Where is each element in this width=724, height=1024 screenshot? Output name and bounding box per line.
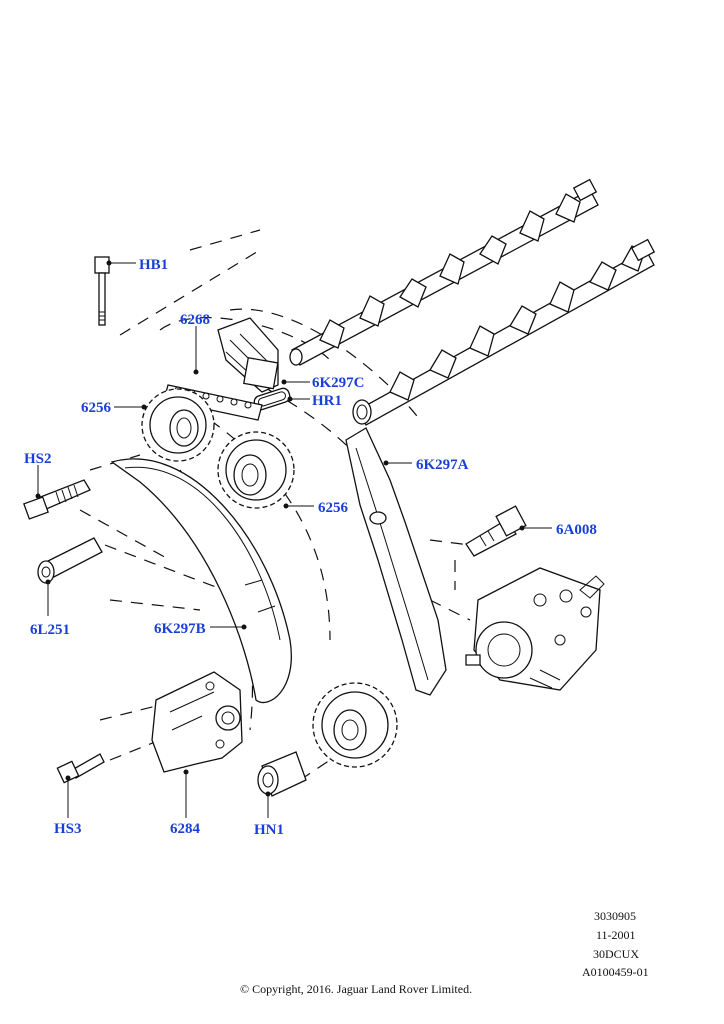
callout-6k297a[interactable]: 6K297A xyxy=(416,457,469,473)
cover-6284[interactable] xyxy=(151,671,243,773)
callout-6l251[interactable]: 6L251 xyxy=(30,622,70,638)
callout-6268[interactable]: 6268 xyxy=(180,312,210,328)
callout-hr1[interactable]: HR1 xyxy=(312,393,342,409)
callout-6256-upper[interactable]: 6256 xyxy=(81,400,112,416)
copyright-notice: © Copyright, 2016. Jaguar Land Rover Lim… xyxy=(240,982,472,996)
camshaft-lower[interactable] xyxy=(352,238,656,426)
nut-hn1[interactable] xyxy=(257,751,307,797)
callout-6a008[interactable]: 6A008 xyxy=(556,522,597,538)
chain-guide-6k297b[interactable] xyxy=(110,458,292,704)
reference-line-4: A0100459-01 xyxy=(582,965,649,979)
reference-block: 3030905 11-2001 30DCUX A0100459-01 xyxy=(582,909,649,979)
sprocket-6256-lower[interactable] xyxy=(217,431,295,509)
bolt-hb1[interactable] xyxy=(94,256,110,326)
callout-hs2[interactable]: HS2 xyxy=(24,451,52,467)
callout-6k297c[interactable]: 6K297C xyxy=(312,375,365,391)
callout-hs3[interactable]: HS3 xyxy=(54,821,82,837)
camshaft-upper[interactable] xyxy=(289,178,599,366)
callout-hb1[interactable]: HB1 xyxy=(139,257,168,273)
fuel-injection-pump[interactable] xyxy=(465,567,605,691)
sprocket-6256-upper[interactable] xyxy=(141,388,215,462)
leader-lines xyxy=(35,260,552,818)
callout-labels: HB1 6268 6K297C HR1 6256 6K297A HS2 6256… xyxy=(24,257,597,838)
callout-6k297b[interactable]: 6K297B xyxy=(154,621,206,637)
reference-line-3: 30DCUX xyxy=(593,947,639,961)
bolt-hs3[interactable] xyxy=(56,753,105,784)
pin-6l251[interactable] xyxy=(37,537,103,584)
crankshaft-sprocket[interactable] xyxy=(312,682,398,768)
sensor-6a008[interactable] xyxy=(465,505,527,557)
reference-line-2: 11-2001 xyxy=(596,928,636,942)
callout-hn1[interactable]: HN1 xyxy=(254,822,284,838)
chain-tensioner-6k297c[interactable] xyxy=(217,317,279,393)
callout-6284[interactable]: 6284 xyxy=(170,821,201,837)
chain-guide-6k297a[interactable] xyxy=(345,427,447,696)
bolt-hs2[interactable] xyxy=(23,479,91,520)
reference-line-1: 3030905 xyxy=(594,909,636,923)
callout-6256-lower[interactable]: 6256 xyxy=(318,500,349,516)
